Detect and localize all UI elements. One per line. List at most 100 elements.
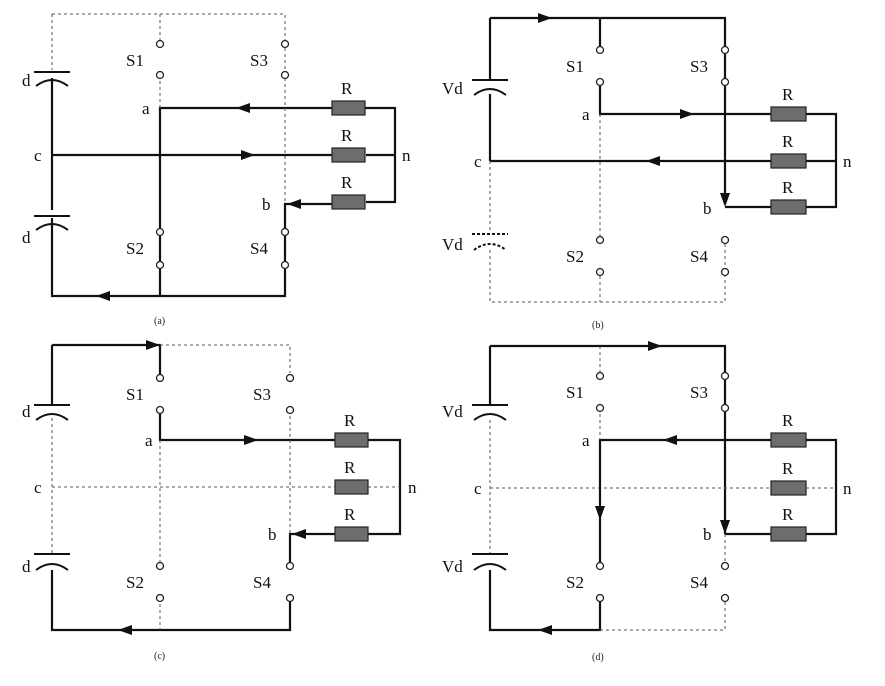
panel-c-bottom-rail xyxy=(50,570,292,632)
panel-a-node-a-wire xyxy=(158,106,335,296)
panel-d-arrow-node-a xyxy=(663,435,677,445)
panel-c-label-cap-lower: d xyxy=(22,557,31,576)
panel-b-capacitor-upper xyxy=(472,79,508,96)
panel-a-s4-terminal-top xyxy=(280,227,290,237)
panel-b: S1 S3 S2 S4 a b c n R R R Vd Vd (b) xyxy=(442,13,852,331)
panel-b-label-n: n xyxy=(843,152,852,171)
panel-d-s1-terminal-top xyxy=(595,371,605,381)
panel-d-legs-dashed xyxy=(599,408,726,631)
panel-b-label-r3: R xyxy=(782,178,794,197)
panel-d-arrow-bottom xyxy=(538,625,552,635)
panel-a-caption: (a) xyxy=(154,316,165,327)
panel-c-s1-terminal-bottom xyxy=(155,405,165,415)
panel-c-s2-terminal-top xyxy=(155,561,165,571)
panel-c-label-n: n xyxy=(408,478,417,497)
panel-c-node-b-wire xyxy=(288,532,335,565)
panel-b-label-c: c xyxy=(474,152,482,171)
panel-d-label-n: n xyxy=(843,479,852,498)
panel-a-top-rail xyxy=(52,13,286,42)
panel-a-resistor-a xyxy=(331,100,366,116)
panel-a-resistor-b xyxy=(331,194,366,210)
panel-c-label-c: c xyxy=(34,478,42,497)
panel-a-arrow-bottom xyxy=(96,291,110,301)
panel-b-arrow-node-c xyxy=(646,156,660,166)
panel-d-s3-terminal-bottom xyxy=(720,403,730,413)
panel-d-label-s3: S3 xyxy=(690,383,708,402)
panel-b-resistor-c xyxy=(770,153,807,169)
panel-c-cap-mid-dashed xyxy=(51,418,335,553)
panel-b-node-a-wire xyxy=(598,82,771,116)
panel-d-caption: (d) xyxy=(592,652,604,663)
panel-b-resistor-a xyxy=(770,106,807,122)
panel-c-label-cap-upper: d xyxy=(22,402,31,421)
panel-b-arrow-s3-down xyxy=(720,193,730,207)
panel-b-lower-dashed xyxy=(489,114,726,303)
panel-b-label-s1: S1 xyxy=(566,57,584,76)
panel-c-resistor-c xyxy=(334,479,369,495)
panel-b-label-a: a xyxy=(582,105,590,124)
panel-c-s3-terminal-top xyxy=(285,373,295,383)
panel-c-label-r3: R xyxy=(344,505,356,524)
panel-b-s4-terminal-bottom xyxy=(720,267,730,277)
panel-c-s4-terminal-bottom xyxy=(285,593,295,603)
panel-d-s2-terminal-top xyxy=(595,561,605,571)
panel-a-label-s1: S1 xyxy=(126,51,144,70)
panel-a-arrow-node-b xyxy=(287,199,301,209)
panel-a-label-b: b xyxy=(262,195,271,214)
panel-b-caption: (b) xyxy=(592,320,604,331)
panel-d-label-s4: S4 xyxy=(690,573,708,592)
panel-c-label-a: a xyxy=(145,431,153,450)
panel-b-label-s2: S2 xyxy=(566,247,584,266)
panel-a-s1-terminal-bottom xyxy=(155,70,165,80)
panel-a-s3-terminal-top xyxy=(280,39,290,49)
panel-a-s2-terminal-bottom xyxy=(155,260,165,270)
panel-d-label-cap-upper: Vd xyxy=(442,402,463,421)
panel-d-arrow-top xyxy=(648,341,662,351)
panel-d-cap-mid-dashed xyxy=(489,420,771,553)
panel-d: S1 S3 S2 S4 a b c n R R R Vd Vd (d) xyxy=(442,341,852,663)
panel-a-capacitor-lower xyxy=(34,215,70,231)
panel-b-top-rail xyxy=(490,16,727,204)
panel-b-s3-terminal-bottom xyxy=(720,77,730,87)
panel-c-top-rail xyxy=(52,343,162,378)
panel-b-s4-terminal-top xyxy=(720,235,730,245)
panel-d-s4-terminal-top xyxy=(720,561,730,571)
panel-a-label-a: a xyxy=(142,99,150,118)
panel-d-label-r3: R xyxy=(782,505,794,524)
panel-c-arrow-bottom xyxy=(118,625,132,635)
panel-c-s1-terminal-top xyxy=(155,373,165,383)
panel-d-s3-terminal-top xyxy=(720,371,730,381)
panel-d-label-s1: S1 xyxy=(566,383,584,402)
panel-d-label-cap-lower: Vd xyxy=(442,557,463,576)
panel-b-neutral xyxy=(806,112,838,209)
panel-d-top-rail xyxy=(490,344,727,534)
panel-a-s1-terminal-top xyxy=(155,39,165,49)
panel-d-label-a: a xyxy=(582,431,590,450)
panel-d-resistor-a xyxy=(770,432,807,448)
panel-d-arrow-s1-down xyxy=(595,506,605,520)
panel-a-label-cap-upper: d xyxy=(22,71,31,90)
panel-c-arrow-node-b xyxy=(292,529,306,539)
panel-d-s1-terminal-bottom xyxy=(595,403,605,413)
panel-a-s2-terminal-top xyxy=(155,227,165,237)
panel-c-label-s1: S1 xyxy=(126,385,144,404)
panel-b-s1-terminal-bottom xyxy=(595,77,605,87)
panel-b-arrow-top xyxy=(538,13,552,23)
panel-b-arrow-node-a xyxy=(680,109,694,119)
panel-c-label-b: b xyxy=(268,525,277,544)
panel-b-s2-terminal-bottom xyxy=(595,267,605,277)
panel-d-s2-terminal-bottom xyxy=(595,593,605,603)
panel-d-resistor-b xyxy=(770,526,807,542)
panel-d-label-b: b xyxy=(703,525,712,544)
panel-a-label-r1: R xyxy=(341,79,353,98)
panel-a-label-n: n xyxy=(402,146,411,165)
panel-d-label-s2: S2 xyxy=(566,573,584,592)
panel-a-label-s4: S4 xyxy=(250,239,268,258)
panel-b-label-s4: S4 xyxy=(690,247,708,266)
panel-c-s4-terminal-top xyxy=(285,561,295,571)
panel-d-capacitor-upper xyxy=(472,404,508,421)
panel-c-label-s3: S3 xyxy=(253,385,271,404)
panel-b-label-cap-lower: Vd xyxy=(442,235,463,254)
panel-c-label-r2: R xyxy=(344,458,356,477)
